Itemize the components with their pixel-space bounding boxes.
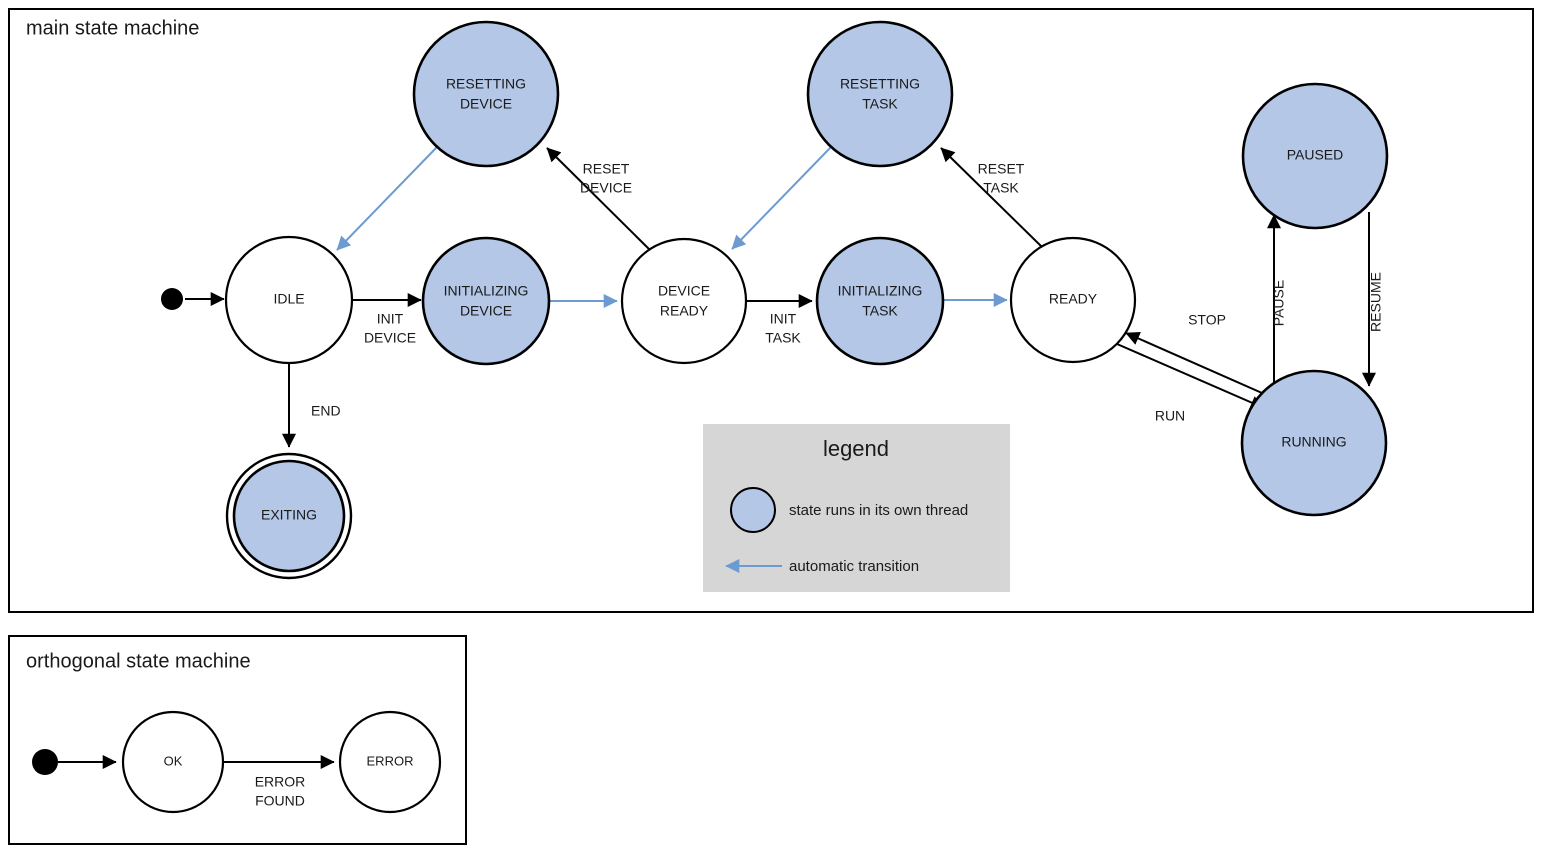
state-label-idle: IDLE (273, 291, 304, 307)
transition-running-ready[interactable] (1125, 331, 1263, 394)
state-error[interactable]: ERROR (338, 710, 442, 814)
transition-label-init-device-line2: DEVICE (364, 330, 416, 346)
main-frame-title: main state machine (26, 17, 199, 39)
transition-label-reset-task-line2: TASK (983, 180, 1019, 196)
state-ready[interactable]: READY (1009, 236, 1137, 364)
state-label-ok: OK (164, 753, 183, 768)
state-ok[interactable]: OK (121, 710, 225, 814)
transition-label-run: RUN (1155, 408, 1185, 424)
state-label-device-ready-line1: DEVICE (658, 283, 710, 299)
state-label-running: RUNNING (1281, 434, 1346, 450)
main-states: IDLE RESETTING DEVICE INITIALIZING DEVIC… (161, 20, 1389, 580)
state-resetting-task[interactable]: RESETTING TASK (806, 20, 954, 168)
state-label-resetting-task-line1: RESETTING (840, 76, 920, 92)
transition-label-stop: STOP (1188, 312, 1226, 328)
state-running[interactable]: RUNNING (1240, 369, 1388, 517)
state-paused[interactable]: PAUSED (1241, 82, 1389, 230)
state-label-exiting: EXITING (261, 507, 317, 523)
transition-resetting-task-device-ready[interactable] (731, 146, 832, 250)
state-label-resetting-device-line1: RESETTING (446, 76, 526, 92)
state-label-ready: READY (1049, 291, 1098, 307)
state-device-ready[interactable]: DEVICE READY (620, 237, 748, 365)
state-label-initializing-task-line1: INITIALIZING (838, 283, 923, 299)
initial-pseudostate-orthogonal[interactable] (32, 749, 58, 775)
state-label-initializing-device-line2: DEVICE (460, 303, 512, 319)
state-label-resetting-task-line2: TASK (862, 96, 898, 112)
legend-item-label-thread-state: state runs in its own thread (789, 502, 968, 519)
state-label-paused: PAUSED (1287, 147, 1344, 163)
orthogonal-transitions: ERROR FOUND (58, 755, 335, 809)
state-label-device-ready-line2: READY (660, 303, 709, 319)
legend-title: legend (823, 436, 889, 461)
transition-device-ready-resetting-device[interactable] (546, 147, 653, 253)
legend-item-label-automatic-transition: automatic transition (789, 558, 919, 575)
state-label-initializing-task-line2: TASK (862, 303, 898, 319)
state-resetting-device[interactable]: RESETTING DEVICE (412, 20, 560, 168)
state-label-resetting-device-line2: DEVICE (460, 96, 512, 112)
orthogonal-frame-title: orthogonal state machine (26, 650, 251, 672)
state-exiting[interactable]: EXITING (225, 452, 353, 580)
state-initializing-device[interactable]: INITIALIZING DEVICE (421, 236, 551, 366)
transition-label-error-found-line1: ERROR (255, 774, 306, 790)
transition-label-init-device-line1: INIT (377, 311, 404, 327)
transition-label-resume: RESUME (1368, 272, 1384, 332)
main-transitions: INIT DEVICE RESET DEVICE INIT TASK RESET… (185, 146, 1384, 448)
transition-label-reset-device-line1: RESET (583, 161, 630, 177)
orthogonal-states: OK ERROR (32, 710, 442, 814)
transition-label-pause: PAUSE (1271, 280, 1287, 326)
transition-ready-resetting-task[interactable] (940, 147, 1043, 248)
transition-label-init-task-line2: TASK (765, 330, 801, 346)
transition-label-end: END (311, 403, 341, 419)
state-label-error: ERROR (367, 753, 414, 768)
transition-ready-running[interactable] (1116, 343, 1265, 410)
state-label-initializing-device-line1: INITIALIZING (444, 283, 529, 299)
transition-label-error-found-line2: FOUND (255, 793, 305, 809)
state-idle[interactable]: IDLE (224, 235, 354, 365)
transition-resetting-device-idle[interactable] (336, 146, 438, 251)
initial-pseudostate-main[interactable] (161, 288, 183, 310)
state-initializing-task[interactable]: INITIALIZING TASK (815, 236, 945, 366)
transition-label-reset-device-line2: DEVICE (580, 180, 632, 196)
legend-thread-state-swatch-icon (730, 487, 776, 533)
legend: legend state runs in its own thread auto… (703, 424, 1010, 592)
transition-label-init-task-line1: INIT (770, 311, 797, 327)
transition-label-reset-task-line1: RESET (978, 161, 1025, 177)
